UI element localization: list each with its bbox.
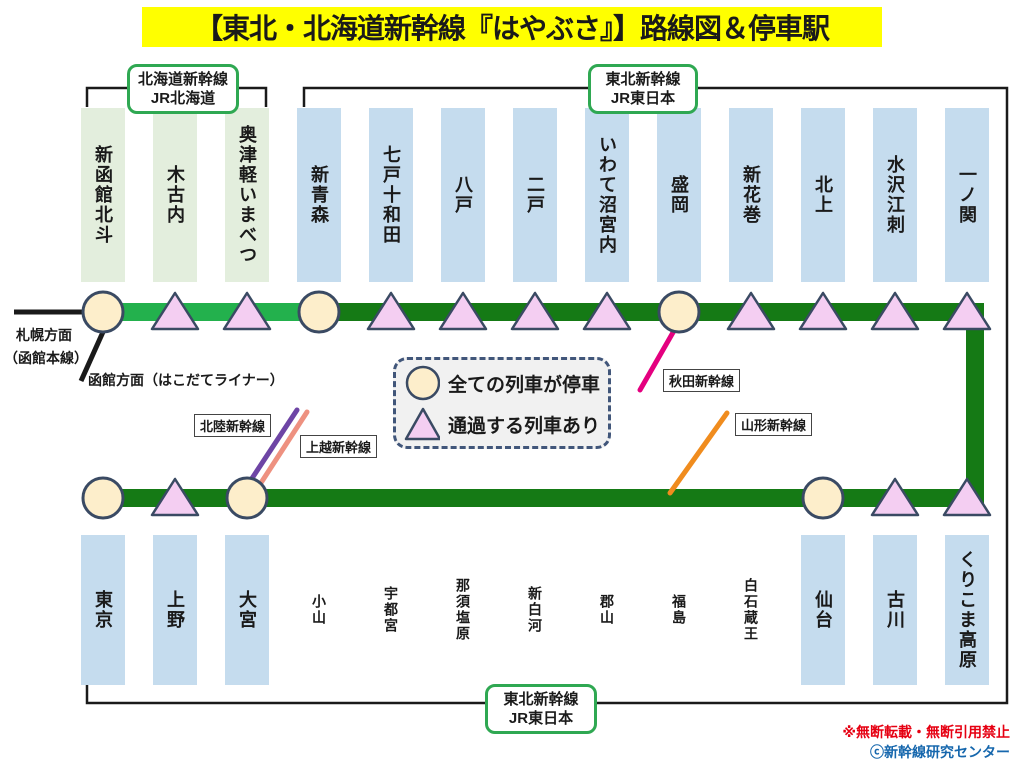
label-yamagata-shinkansen: 山形新幹線 [735, 413, 813, 436]
pass-marker-triangle [942, 477, 992, 517]
pass-marker-triangle [726, 291, 776, 331]
station-name: 新函館北斗 [93, 145, 113, 245]
station-name: 福島 [671, 594, 687, 626]
station-name: 盛岡 [669, 175, 689, 215]
station-name: 北上 [813, 175, 833, 215]
label-tohoku-shinkansen-top: 東北新幹線 JR東日本 [588, 64, 698, 114]
station-name: 新花巻 [741, 165, 761, 225]
station-bar: 東京 [81, 535, 125, 685]
stop-marker-circle [225, 476, 269, 520]
stop-marker-circle [81, 476, 125, 520]
station-name: 一ノ関 [957, 165, 977, 225]
station-bar: くりこま高原 [945, 535, 989, 685]
label-hokuriku-shinkansen: 北陸新幹線 [194, 414, 272, 437]
pass-marker-triangle [870, 477, 920, 517]
station-bar: 仙台 [801, 535, 845, 685]
station-small: 白石蔵王 [729, 535, 773, 685]
station-bar: 奥津軽いまべつ [225, 108, 269, 282]
pass-marker-triangle [438, 291, 488, 331]
station-name: 奥津軽いまべつ [237, 125, 257, 265]
station-small: 福島 [657, 535, 701, 685]
pass-marker-triangle [582, 291, 632, 331]
stop-marker-circle [657, 290, 701, 334]
station-name: くりこま高原 [957, 550, 977, 670]
label-hakodate-mainline: （函館本線） [4, 350, 88, 366]
label-akita-shinkansen: 秋田新幹線 [663, 369, 741, 392]
station-small: 小山 [297, 535, 341, 685]
station-name: 白石蔵王 [743, 578, 759, 642]
station-bar: 八戸 [441, 108, 485, 282]
stop-marker-circle [81, 290, 125, 334]
label-sapporo-direction: 札幌方面 [16, 327, 72, 343]
station-name: 木古内 [165, 165, 185, 225]
station-bar: 盛岡 [657, 108, 701, 282]
label-joetsu-shinkansen: 上越新幹線 [300, 435, 378, 458]
station-name: 郡山 [599, 594, 615, 626]
legend-row-stop: 全ての列車が停車 [404, 364, 600, 402]
station-bar: 新青森 [297, 108, 341, 282]
station-bar: 新花巻 [729, 108, 773, 282]
station-bar: いわて沼宮内 [585, 108, 629, 282]
branch-line-2 [244, 407, 300, 489]
branch-line-0 [637, 319, 682, 393]
legend-row-pass: 通過する列車あり [404, 406, 600, 442]
station-name: 七戸十和田 [381, 145, 401, 245]
station-name: 上野 [165, 590, 185, 630]
station-name: 八戸 [453, 175, 473, 215]
station-name: 東京 [93, 590, 113, 630]
station-bar: 七戸十和田 [369, 108, 413, 282]
station-name: 宇都宮 [383, 586, 399, 634]
legend-stop-label: 全ての列車が停車 [447, 374, 600, 396]
stop-marker-circle [297, 290, 341, 334]
station-name: 新白河 [527, 586, 543, 634]
station-name: 那須塩原 [455, 578, 471, 642]
station-bar: 北上 [801, 108, 845, 282]
station-bar: 古川 [873, 535, 917, 685]
copyright-credit: ⓒ新幹線研究センター [870, 744, 1010, 760]
station-bar: 一ノ関 [945, 108, 989, 282]
station-name: 大宮 [237, 590, 257, 630]
station-bar: 新函館北斗 [81, 108, 125, 282]
station-bar: 大宮 [225, 535, 269, 685]
branch-line-3 [254, 409, 310, 492]
page-title: 【東北・北海道新幹線『はやぶさ』】路線図＆停車駅 [142, 7, 882, 47]
label-hakodate-direction: 函館方面（はこだてライナー） [88, 372, 284, 388]
label-tohoku-shinkansen-bottom: 東北新幹線 JR東日本 [485, 684, 597, 734]
station-bar: 水沢江刺 [873, 108, 917, 282]
station-bar: 木古内 [153, 108, 197, 282]
pass-marker-triangle [150, 477, 200, 517]
stop-marker-circle [801, 476, 845, 520]
station-name: 水沢江刺 [885, 155, 905, 235]
stop-circle-icon [405, 365, 440, 401]
station-name: 仙台 [813, 590, 833, 630]
pass-marker-triangle [942, 291, 992, 331]
station-name: 小山 [311, 594, 327, 626]
tohoku-shinkansen-line [103, 303, 984, 507]
station-small: 新白河 [513, 535, 557, 685]
label-hokkaido-shinkansen: 北海道新幹線 JR北海道 [127, 64, 239, 114]
pass-marker-triangle [150, 291, 200, 331]
station-name: 新青森 [309, 165, 329, 225]
station-bar: 二戸 [513, 108, 557, 282]
station-name: 古川 [885, 590, 905, 630]
branch-line-1 [667, 410, 730, 496]
station-small: 宇都宮 [369, 535, 413, 685]
station-name: 二戸 [525, 175, 545, 215]
pass-marker-triangle [798, 291, 848, 331]
station-small: 那須塩原 [441, 535, 485, 685]
station-bar: 上野 [153, 535, 197, 685]
legend-pass-label: 通過する列車あり [447, 415, 600, 437]
pass-marker-triangle [510, 291, 560, 331]
station-name: いわて沼宮内 [597, 135, 617, 255]
pass-marker-triangle [870, 291, 920, 331]
legend: 全ての列車が停車 通過する列車あり [393, 357, 611, 449]
station-small: 郡山 [585, 535, 629, 685]
pass-marker-triangle [222, 291, 272, 331]
tohoku-section-frame [85, 86, 1009, 705]
pass-marker-triangle [366, 291, 416, 331]
copyright-notice: ※無断転載・無断引用禁止 [842, 724, 1010, 740]
pass-triangle-icon [404, 407, 440, 441]
